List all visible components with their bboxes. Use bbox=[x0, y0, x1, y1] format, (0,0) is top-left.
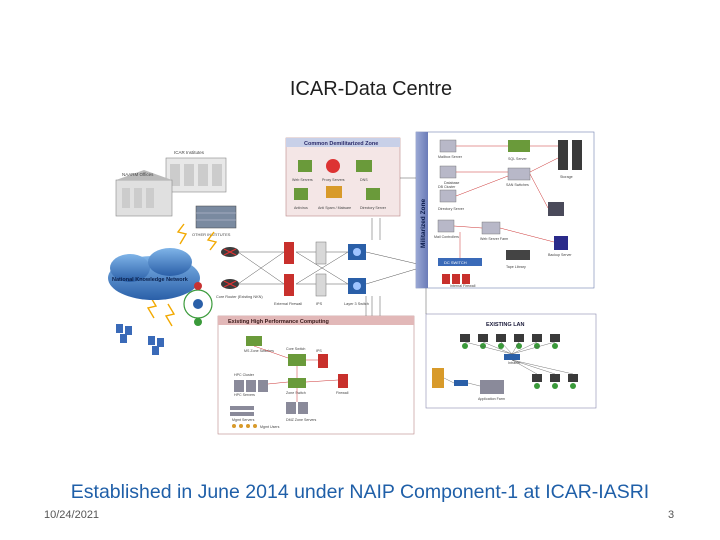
label-proxy-servers: Proxy Servers bbox=[322, 178, 345, 182]
label-hpc-servers: HPC Servers bbox=[234, 393, 255, 397]
slide-caption: Established in June 2014 under NAIP Comp… bbox=[70, 481, 650, 503]
layer3-switch-icon: Layer 3 Switch bbox=[344, 244, 369, 306]
core-router-icon: Core Router (Existing NKN) bbox=[183, 282, 263, 326]
label-dns: DNS bbox=[360, 178, 368, 182]
naarm-offices-building: NAARM Offices bbox=[115, 170, 173, 217]
icar-institutes-building: ICAR Institutes bbox=[165, 150, 227, 193]
label-storage: Storage bbox=[560, 175, 573, 179]
label-backup-server: Backup Server bbox=[548, 253, 572, 257]
label-database: Database bbox=[444, 181, 459, 185]
label-naarm-offices: NAARM Offices bbox=[122, 172, 154, 177]
militarized-zone: Militarized Zone DC SWITCH bbox=[415, 131, 595, 289]
label-militarized-zone: Militarized Zone bbox=[420, 199, 427, 249]
label-ms-zone: MS Zone Switches bbox=[244, 349, 274, 353]
label-application-farm: Application Farm bbox=[478, 397, 505, 401]
label-dmz-zone: Common Demilitarized Zone bbox=[304, 141, 378, 147]
label-zone-switch: Zone Switch bbox=[286, 391, 306, 395]
lan-zone: EXISTING LAN Intranet Application Farm bbox=[425, 313, 597, 409]
label-web-servers: Web Servers bbox=[292, 178, 313, 182]
label-ips-2: IPS bbox=[316, 349, 322, 353]
label-hpc-zone: Existing High Performance Computing bbox=[228, 319, 329, 325]
label-ips: IPS bbox=[316, 302, 323, 306]
network-diagram: ICAR Institutes NAARM Offices OTHER INST… bbox=[108, 131, 597, 435]
wan-links bbox=[146, 223, 218, 327]
footer-date: 10/24/2021 bbox=[44, 509, 100, 521]
hpc-zone: Existing High Performance Computing MS Z… bbox=[217, 315, 415, 435]
footer-page-number: 3 bbox=[668, 509, 675, 521]
label-mail-controllers: Mail Controllers bbox=[434, 235, 459, 239]
remote-users-icon bbox=[116, 324, 164, 355]
national-knowledge-network-cloud: National Knowledge Network bbox=[108, 248, 200, 300]
label-core-router: Core Router (Existing NKN) bbox=[216, 295, 263, 299]
label-tape-library: Tape Library bbox=[506, 265, 526, 269]
label-dc-switch: DC SWITCH bbox=[444, 260, 467, 265]
label-national-knowledge-network: National Knowledge Network bbox=[112, 277, 189, 283]
dmz-zone: Common Demilitarized Zone Web Servers Pr… bbox=[285, 137, 401, 217]
label-internal-firewall: Internal Firewall bbox=[450, 284, 476, 288]
ips-icon: IPS bbox=[315, 241, 327, 306]
label-mgmt-servers: Mgmt Servers bbox=[232, 418, 255, 422]
label-mgmt-users: Mgmt Users bbox=[260, 425, 280, 429]
label-lan-zone: EXISTING LAN bbox=[486, 322, 525, 328]
zone-connectors bbox=[365, 177, 427, 316]
label-web-server-farm: Web Server Farm bbox=[480, 237, 508, 241]
label-db-cluster: DB Cluster bbox=[438, 185, 456, 189]
label-firewall: Firewall bbox=[336, 391, 349, 395]
label-antivirus: Antivirus bbox=[294, 206, 308, 210]
slide-title: ICAR-Data Centre bbox=[289, 78, 453, 100]
label-layer3-switch: Layer 3 Switch bbox=[344, 302, 369, 306]
label-dmz-zone-servers: DMZ Zone Servers bbox=[286, 418, 317, 422]
label-directory-server-2: Directory Server bbox=[438, 207, 465, 211]
label-core-switch: Core Switch bbox=[286, 347, 305, 351]
label-mailbox-server: Mailbox Server bbox=[438, 155, 463, 159]
label-san-switches: SAN Switches bbox=[506, 183, 529, 187]
edge-routers bbox=[221, 247, 239, 289]
label-antispam: Anti Spam / Malware bbox=[318, 206, 351, 210]
label-sql-server: SQL Server bbox=[508, 157, 527, 161]
label-external-firewall: External Firewall bbox=[274, 302, 302, 306]
label-directory-server: Directory Server bbox=[360, 206, 387, 210]
label-icar-institutes: ICAR Institutes bbox=[174, 150, 205, 155]
external-firewall-icon: External Firewall bbox=[274, 242, 302, 306]
label-intranet: Intranet bbox=[508, 361, 520, 365]
label-hpc-cluster: HPC Cluster bbox=[234, 373, 255, 377]
backbone-links bbox=[237, 218, 427, 316]
